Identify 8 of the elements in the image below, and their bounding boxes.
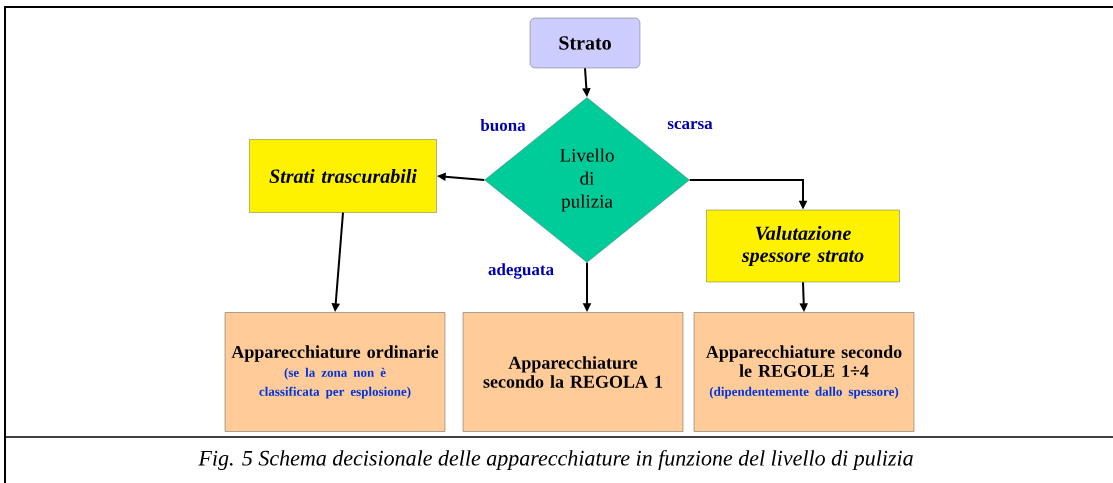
caption: Fig. 5 Schema decisionale delle apparecchiature in funzione del livello di pulizia	[198, 449, 913, 471]
process-box: Strati trascurabili	[249, 139, 437, 213]
result-box: Apparecchiature ordinarie (se la zona non è classificata per esplosione)	[224, 312, 446, 432]
result-box: Apparecchiature secondo la REGOLA 1	[462, 312, 684, 432]
process-box: Valutazione spessore strato	[706, 209, 900, 283]
start-box: Strato	[529, 17, 641, 69]
edge-label: adeguata	[488, 263, 554, 279]
result-box: Apparecchiature secondo le REGOLE 1÷4 (dipendentemente dallo spessore)	[693, 312, 915, 432]
